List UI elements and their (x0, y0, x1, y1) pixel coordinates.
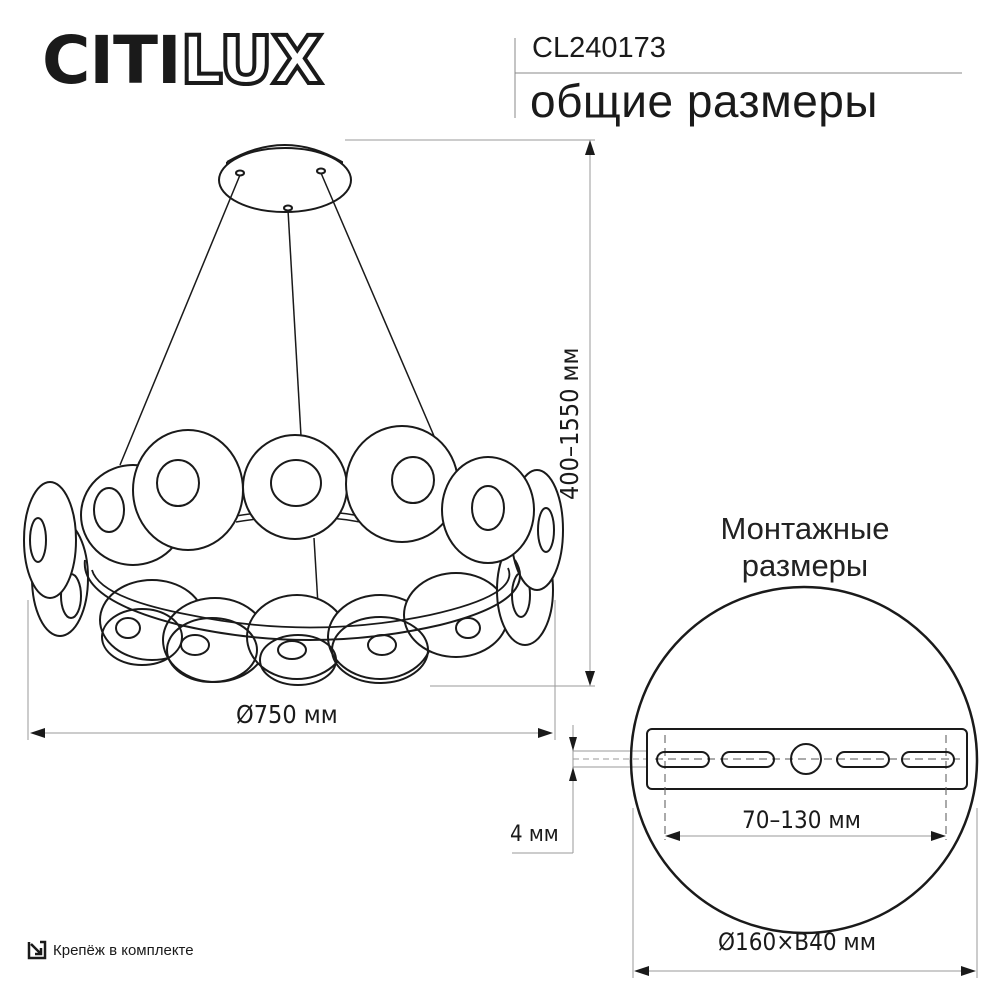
diameter-dimension-lines (27, 600, 556, 740)
page-title: общие размеры (530, 75, 878, 127)
arrow-up-icon (585, 140, 595, 155)
arrow-down-icon (585, 671, 595, 686)
brand-logo-outline: LUX (179, 22, 325, 99)
arrow-left-icon (665, 831, 680, 841)
brand-logo-solid: CITI (42, 22, 182, 99)
mount-kit-icon (27, 940, 47, 960)
mounting-plate-drawing (629, 585, 979, 935)
arrow-right-icon (538, 728, 553, 738)
arrow-up-small-icon (569, 767, 577, 781)
plate-thickness-label: 4 мм (510, 822, 559, 847)
footer-text: Крепёж в комплекте (53, 941, 194, 959)
diameter-dimension-label: Ø750 мм (236, 700, 338, 729)
mounting-title-line1: Монтажные (720, 511, 890, 546)
arrow-left-icon (30, 728, 45, 738)
canopy-size-label: Ø160×B40 мм (718, 928, 877, 956)
hole-spacing-label: 70–130 мм (742, 806, 861, 834)
chandelier-drawing (23, 144, 564, 686)
arrow-right-icon (931, 831, 946, 841)
mounting-title: Монтажные размеры (640, 510, 970, 584)
height-dimension-label: 400–1550 мм (555, 347, 584, 500)
arrow-left-icon (634, 966, 649, 976)
height-dimension-lines (345, 139, 595, 687)
arrow-right-icon (961, 966, 976, 976)
mounting-title-line2: размеры (741, 548, 869, 583)
brand-logo: CITILUX (42, 26, 325, 96)
model-number: CL240173 (532, 32, 666, 64)
footer-note: Крепёж в комплекте (27, 940, 194, 960)
arrow-down-small-icon (569, 737, 577, 751)
